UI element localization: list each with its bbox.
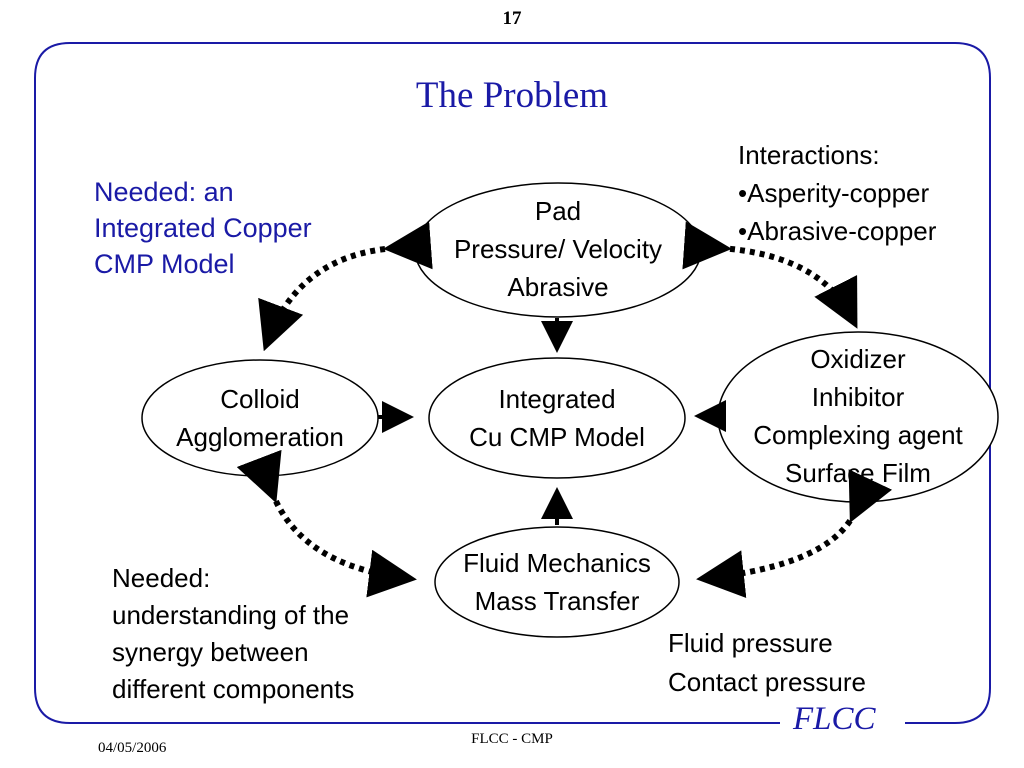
note-needed-model: Needed: an Integrated Copper CMP Model [94,174,312,282]
node-colloid: Colloid Agglomeration [145,380,375,456]
note-interactions: Interactions: •Asperity-copper •Abrasive… [738,136,936,250]
node-pad: Pad Pressure/ Velocity Abrasive [418,192,698,306]
node-fluid-line: Fluid Mechanics [463,548,651,578]
node-colloid-line: Colloid [220,384,300,414]
note-line: Integrated Copper [94,213,312,243]
note-line: Needed: [112,563,211,593]
note-line: synergy between [112,637,309,667]
node-oxidizer-line: Oxidizer [810,344,906,374]
node-pad-line: Pad [534,196,582,226]
note-line: Interactions: [738,140,880,170]
dotted-arrow-pad-oxidizer [682,221,858,329]
node-fluid-line: Mass Transfer [474,586,640,616]
node-integrated-ellipse [428,357,686,479]
dotted-arrow-colloid-fluid [236,449,417,598]
node-oxidizer-line: Surface Film [785,458,931,488]
node-oxidizer-line: Inhibitor [811,382,905,412]
node-pad-line: Pressure/ Velocity [453,234,663,264]
node-fluid: Fluid Mechanics Mass Transfer [437,544,677,620]
note-line: understanding of the [112,600,350,630]
note-line: different components [112,674,355,704]
dotted-arrow-oxidizer-fluid [696,469,893,599]
footer-center: FLCC - CMP [471,731,553,747]
node-integrated-line: Cu CMP Model [469,422,645,452]
footer-date: 04/05/2006 [98,740,167,756]
note-line: Needed: an [94,177,234,207]
note-needed-understanding: Needed: understanding of the synergy bet… [112,560,354,708]
note-line: •Abrasive-copper [738,216,937,246]
slide-frame [34,42,991,724]
slide-title: The Problem [415,75,609,116]
node-pad-line: Abrasive [507,272,609,302]
note-line: •Asperity-copper [738,178,930,208]
node-fluid-ellipse [434,526,680,638]
flcc-logo: FLCC [793,701,876,737]
node-oxidizer: Oxidizer Inhibitor Complexing agent Surf… [722,340,994,492]
page-number: 17 [502,8,522,29]
note-line: Fluid pressure [668,628,833,658]
node-oxidizer-line: Complexing agent [753,420,963,450]
note-line: CMP Model [94,249,235,279]
node-colloid-line: Agglomeration [176,422,344,452]
note-line: Contact pressure [668,667,866,697]
node-integrated-line: Integrated [498,384,616,414]
note-pressures: Fluid pressure Contact pressure [668,624,866,702]
node-integrated: Integrated Cu CMP Model [432,380,682,456]
dotted-arrow-pad-colloid [258,221,433,352]
